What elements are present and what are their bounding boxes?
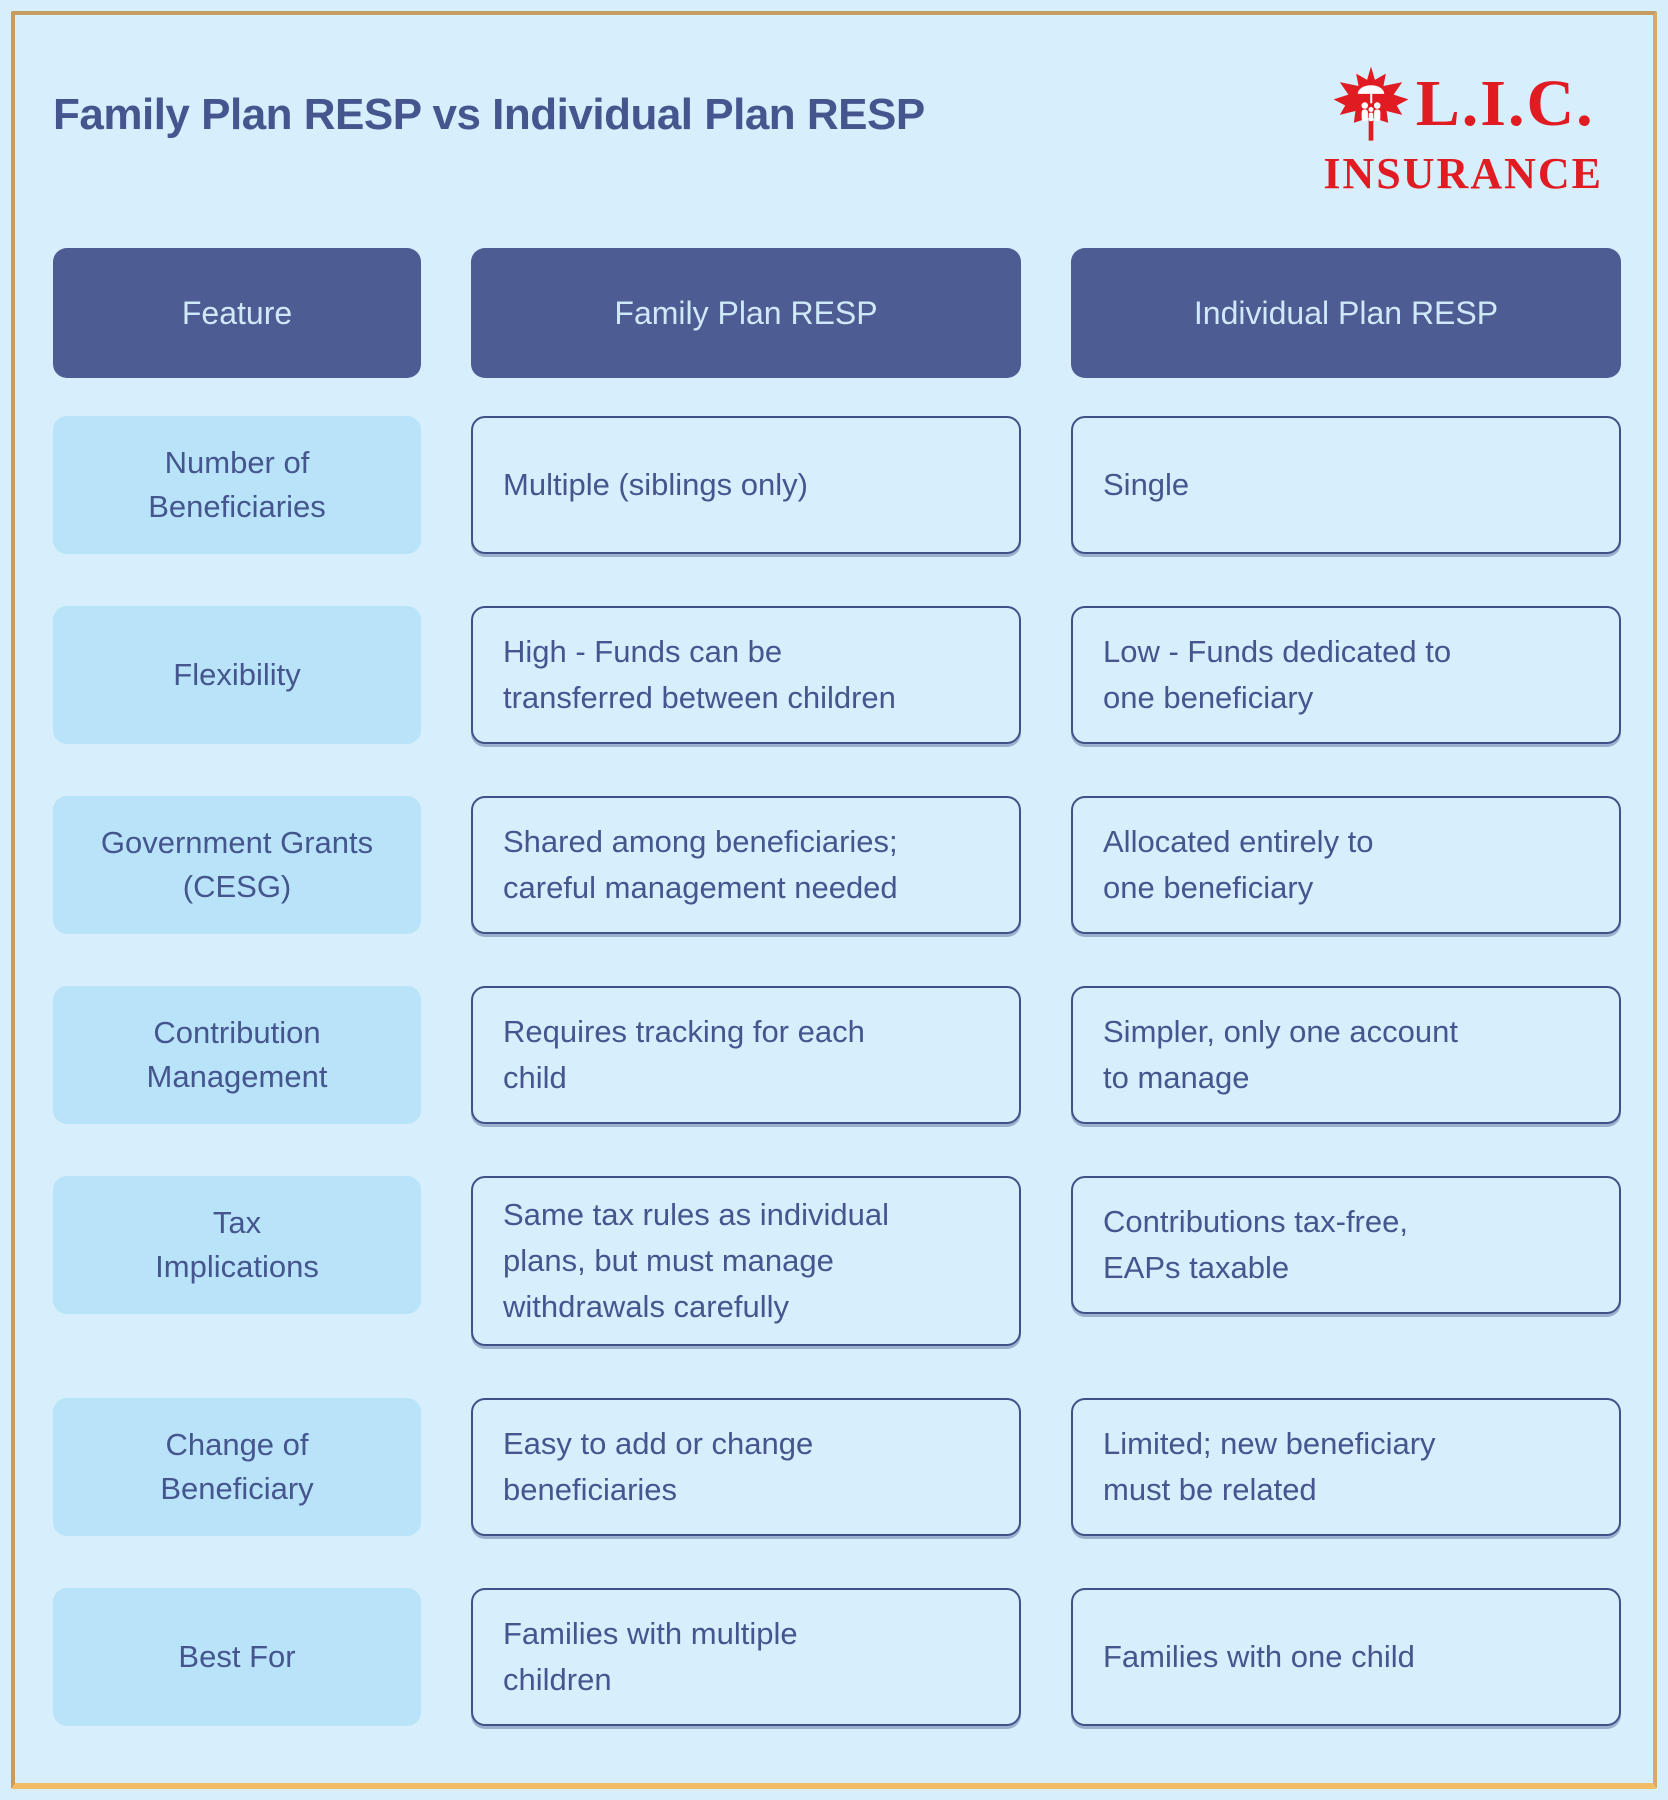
feature-cell-tax-implications: Tax Implications (53, 1176, 421, 1314)
comparison-table: Number of Beneficiaries Multiple (siblin… (53, 416, 1621, 1726)
header-family-plan: Family Plan RESP (471, 248, 1021, 378)
header-individual-plan: Individual Plan RESP (1071, 248, 1621, 378)
individual-plan-cell-tax-implications: Contributions tax-free, EAPs taxable (1071, 1176, 1621, 1314)
lic-insurance-logo: L.I.C. INSURANCE (1323, 50, 1603, 196)
page-content: Family Plan RESP vs Individual Plan RESP (53, 50, 1621, 1726)
individual-plan-cell-flexibility: Low - Funds dedicated to one beneficiary (1071, 606, 1621, 744)
table-header-row: Feature Family Plan RESP Individual Plan… (53, 248, 1621, 378)
feature-cell-best-for: Best For (53, 1588, 421, 1726)
feature-cell-flexibility: Flexibility (53, 606, 421, 744)
family-plan-cell-number-of-beneficiaries: Multiple (siblings only) (471, 416, 1021, 554)
logo-name: L.I.C. (1415, 67, 1595, 140)
family-plan-cell-flexibility: High - Funds can be transferred between … (471, 606, 1021, 744)
feature-cell-contribution-management: Contribution Management (53, 986, 421, 1124)
individual-plan-cell-best-for: Families with one child (1071, 1588, 1621, 1726)
family-plan-cell-tax-implications: Same tax rules as individual plans, but … (471, 1176, 1021, 1346)
header-feature: Feature (53, 248, 421, 378)
family-plan-cell-contribution-management: Requires tracking for each child (471, 986, 1021, 1124)
individual-plan-cell-number-of-beneficiaries: Single (1071, 416, 1621, 554)
individual-plan-cell-change-of-beneficiary: Limited; new beneficiary must be related (1071, 1398, 1621, 1536)
logo-subtitle: INSURANCE (1323, 149, 1603, 198)
feature-cell-change-of-beneficiary: Change of Beneficiary (53, 1398, 421, 1536)
family-plan-cell-change-of-beneficiary: Easy to add or change beneficiaries (471, 1398, 1021, 1536)
family-plan-cell-government-grants: Shared among beneficiaries; careful mana… (471, 796, 1021, 934)
family-plan-cell-best-for: Families with multiple children (471, 1588, 1021, 1726)
maple-leaf-family-icon (1333, 66, 1409, 141)
feature-cell-number-of-beneficiaries: Number of Beneficiaries (53, 416, 421, 554)
individual-plan-cell-contribution-management: Simpler, only one account to manage (1071, 986, 1621, 1124)
masthead: Family Plan RESP vs Individual Plan RESP (53, 50, 1621, 200)
individual-plan-cell-government-grants: Allocated entirely to one beneficiary (1071, 796, 1621, 934)
page-title: Family Plan RESP vs Individual Plan RESP (53, 90, 925, 139)
logo-top-row: L.I.C. (1332, 60, 1595, 148)
feature-cell-government-grants: Government Grants (CESG) (53, 796, 421, 934)
